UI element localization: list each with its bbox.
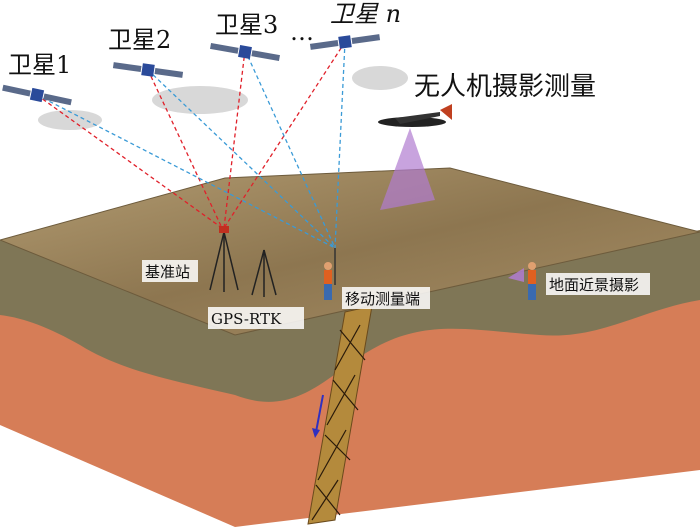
red-link — [223, 41, 346, 229]
uav-photogrammetry-label: 无人机摄影测量 — [414, 72, 596, 102]
satellite-1-label: 卫星1 — [8, 51, 71, 79]
uav-camera-cone — [380, 128, 435, 210]
surveyor-icon — [324, 248, 336, 300]
cloud — [352, 66, 408, 90]
red-link — [36, 94, 223, 229]
label-background — [208, 307, 304, 329]
satellite-n-label: 卫星 n — [330, 0, 401, 28]
ground-photography-label: 地面近景摄影 — [549, 276, 639, 294]
label-background — [342, 287, 430, 309]
satellite-2-label: 卫星2 — [108, 26, 171, 54]
blue-link — [334, 41, 346, 249]
photographer-icon — [508, 262, 536, 300]
cloud — [152, 86, 248, 114]
tripod-icons — [209, 231, 277, 297]
topsoil-layer-left — [0, 240, 235, 395]
cloud — [38, 110, 102, 130]
gps-rtk-label: GPS-RTK — [211, 310, 282, 328]
blue-link — [244, 49, 336, 249]
terrain-surface — [0, 167, 700, 336]
label-background — [142, 260, 198, 282]
base-station-label: 基准站 — [145, 263, 190, 281]
base-station-receiver — [219, 226, 229, 233]
red-link — [223, 49, 246, 229]
fault-fractures — [311, 324, 366, 521]
block-right-face — [235, 230, 700, 527]
displacement-arrow — [315, 394, 324, 433]
uav-icon — [378, 104, 452, 127]
satellite-3-label: 卫星3 — [215, 11, 278, 39]
signal-links — [36, 41, 346, 249]
satellite-icon — [2, 84, 72, 106]
satellite-icons — [2, 34, 381, 106]
displacement-arrow-head — [312, 428, 320, 438]
satellite-icon — [309, 34, 381, 50]
ellipsis-label: … — [290, 18, 314, 46]
clouds — [38, 66, 408, 130]
satellite-icon — [112, 62, 184, 78]
satellite-icon — [210, 42, 280, 62]
mobile-survey-label: 移动测量端 — [345, 290, 420, 308]
blue-link — [147, 69, 336, 249]
label-background — [546, 273, 650, 295]
red-link — [147, 69, 223, 229]
